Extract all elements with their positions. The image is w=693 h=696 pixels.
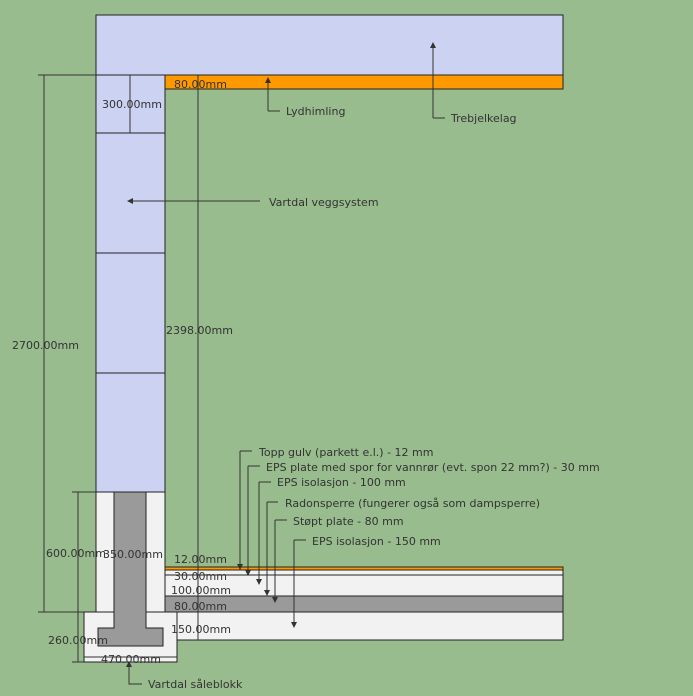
- label-eps-100: EPS isolasjon - 100 mm: [277, 476, 406, 489]
- concrete-core: [97, 491, 164, 647]
- wall-block-2: [95, 132, 166, 254]
- label-eps-150: EPS isolasjon - 150 mm: [312, 535, 441, 548]
- dim-100: 100.00mm: [171, 584, 231, 597]
- label-lydhimling: Lydhimling: [286, 105, 345, 118]
- dim-2700: 2700.00mm: [12, 339, 79, 352]
- dim-470: 470.00mm: [101, 653, 161, 666]
- label-trebjelkelag: Trebjelkelag: [450, 112, 517, 125]
- dim-600: 600.00mm: [46, 547, 106, 560]
- wall-block-4: [95, 372, 166, 493]
- label-eps-plate: EPS plate med spor for vannrør (evt. spo…: [266, 461, 600, 474]
- dim-80-ceiling: 80.00mm: [174, 78, 227, 91]
- top-floor: [164, 566, 564, 571]
- floor-beam: [95, 14, 564, 76]
- label-saleblokk: Vartdal såleblokk: [148, 678, 243, 691]
- label-radonsperre: Radonsperre (fungerer også som dampsperr…: [285, 497, 540, 510]
- leaders: [38, 42, 445, 685]
- dim-350: 350.00mm: [103, 548, 163, 561]
- label-stopt-plate: Støpt plate - 80 mm: [293, 515, 404, 528]
- wall-block-3: [95, 252, 166, 374]
- label-topp-gulv: Topp gulv (parkett e.l.) - 12 mm: [258, 446, 433, 459]
- dim-80: 80.00mm: [174, 600, 227, 613]
- dim-12: 12.00mm: [174, 553, 227, 566]
- dim-300: 300.00mm: [102, 98, 162, 111]
- dim-150: 150.00mm: [171, 623, 231, 636]
- label-veggsystem: Vartdal veggsystem: [269, 196, 379, 209]
- dim-30: 30.00mm: [174, 570, 227, 583]
- dim-2398: 2398.00mm: [166, 324, 233, 337]
- dim-260: 260.00mm: [48, 634, 108, 647]
- cast-slab: [164, 595, 564, 613]
